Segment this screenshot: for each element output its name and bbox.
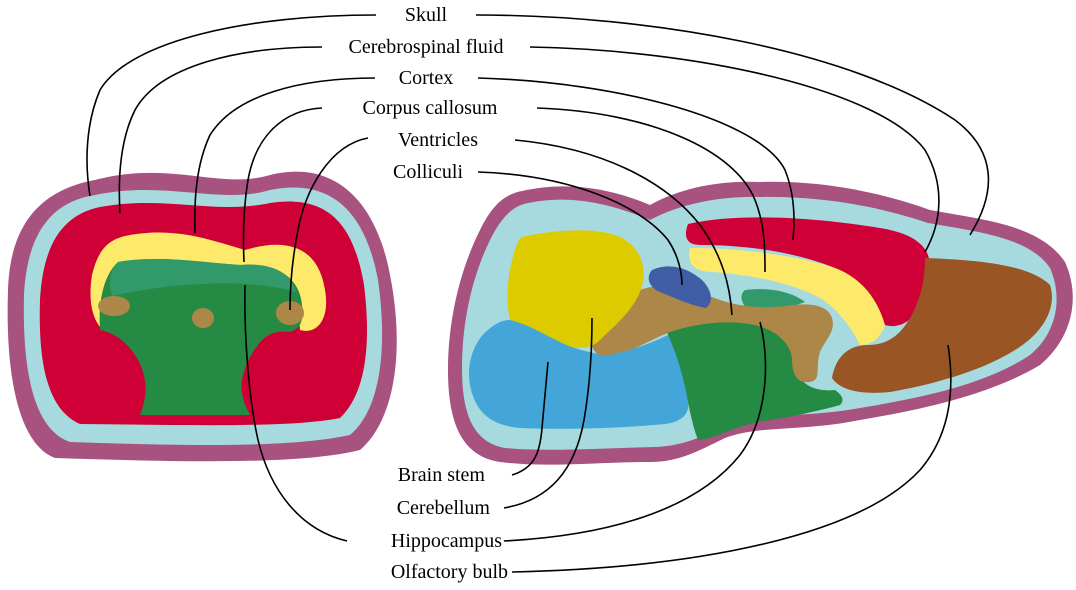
coronal-ventricle-center <box>192 308 214 328</box>
skull-leader-left <box>87 15 376 196</box>
label-hippocampus: Hippocampus <box>391 530 502 552</box>
label-olfactory-bulb: Olfactory bulb <box>391 561 508 583</box>
coronal-ventricle-left <box>98 296 130 316</box>
label-corpus-callosum: Corpus callosum <box>363 97 498 119</box>
label-colliculi: Colliculi <box>393 161 463 183</box>
label-skull: Skull <box>405 4 448 26</box>
label-brain-stem: Brain stem <box>398 464 486 486</box>
label-cortex: Cortex <box>399 67 453 89</box>
coronal-section <box>8 172 397 462</box>
label-cerebellum: Cerebellum <box>397 497 491 519</box>
label-ventricles: Ventricles <box>398 129 478 151</box>
label-cerebrospinal-fluid: Cerebrospinal fluid <box>349 36 504 58</box>
